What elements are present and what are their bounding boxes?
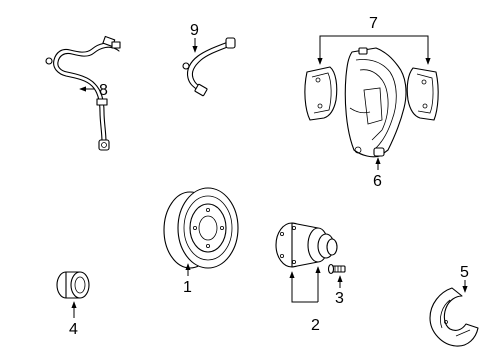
brake-pad-right-part — [406, 67, 439, 121]
wheel-stud-part — [327, 263, 346, 275]
callout-5: 5 — [460, 264, 469, 281]
leader-lines — [71, 35, 468, 318]
callout-3: 3 — [335, 290, 344, 307]
callout-9: 9 — [190, 22, 199, 39]
callout-6: 6 — [373, 173, 382, 190]
callout-4: 4 — [69, 321, 78, 338]
hub-seal-part — [56, 271, 90, 299]
splash-shield-part — [429, 287, 479, 347]
abs-sensor-harness-part — [45, 35, 121, 151]
leader-7 — [319, 35, 429, 56]
callout-2: 2 — [311, 317, 320, 334]
wheel-hub-part — [275, 222, 338, 268]
brake-hose-part — [182, 37, 236, 97]
leader-2-arm — [291, 284, 318, 303]
leader-2 — [291, 284, 316, 303]
brake-pad-left-part — [304, 66, 338, 121]
callout-labels: 1 2 3 4 5 6 7 8 9 — [69, 15, 469, 338]
callout-8: 8 — [99, 82, 108, 99]
callout-7: 7 — [369, 15, 378, 32]
callout-1: 1 — [183, 279, 192, 296]
brake-caliper-part — [344, 47, 407, 158]
brake-rotor-part — [163, 187, 239, 269]
